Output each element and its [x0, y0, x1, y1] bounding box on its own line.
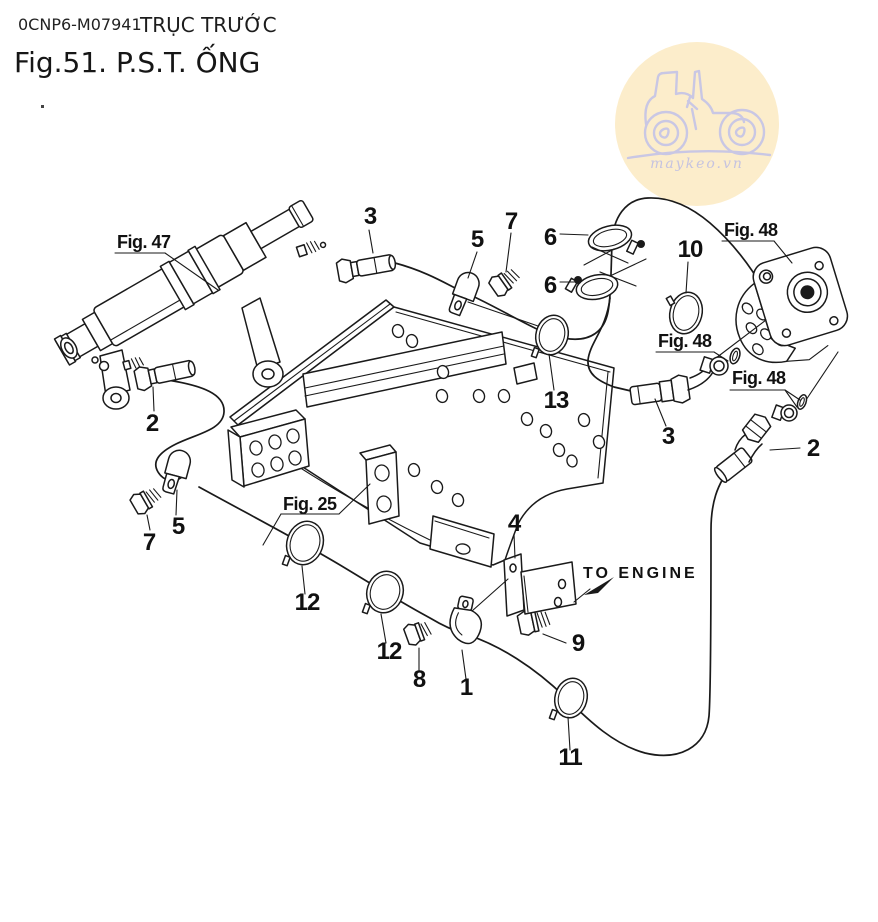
callout-6-upper: 6 [544, 224, 557, 251]
port-thread-left [122, 357, 144, 371]
clamp-1 [449, 595, 483, 645]
watermark: maykeo.vn [615, 42, 779, 206]
to-engine-label: TO ENGINE [583, 565, 698, 582]
ring-12-left [281, 520, 325, 567]
figure-reference-labels: Fig. 47 Fig. 25 Fig. 48 Fig. 48 Fig. 48 [114, 220, 801, 546]
callout-1: 1 [460, 674, 473, 701]
fitting-fig48-mid [699, 347, 741, 376]
frame-holes [391, 323, 606, 508]
callout-6-lower: 6 [544, 272, 557, 299]
to-engine-note: TO ENGINE [573, 565, 698, 603]
bolt-7-left [129, 488, 162, 515]
steering-cylinder [53, 199, 327, 410]
fitting-2-right [713, 413, 772, 484]
callout-3-right: 3 [662, 423, 675, 450]
hose-3-pump-end [587, 297, 632, 392]
callout-2-right: 2 [807, 435, 820, 462]
doc-code: 0CNP6-M07941 [18, 15, 142, 34]
fitting-3-bottom [629, 363, 714, 406]
hose-clamp-6-lower [564, 258, 647, 301]
hose-3-run [394, 197, 766, 341]
figref-47: Fig. 47 [117, 232, 171, 252]
clamp-5-top [448, 271, 480, 317]
watermark-circle [615, 42, 779, 206]
callout-12-mid: 12 [377, 638, 402, 665]
callout-12-left: 12 [295, 589, 320, 616]
callout-5-top: 5 [471, 226, 484, 253]
callout-7-top: 7 [505, 208, 518, 235]
callout-13: 13 [544, 387, 569, 414]
figref-25: Fig. 25 [283, 494, 337, 514]
hydraulic-pump [715, 246, 849, 401]
ring-12-mid [361, 570, 405, 615]
bolt-8 [402, 622, 432, 646]
figref-48-right: Fig. 48 [732, 368, 786, 388]
callout-labels: 3 5 7 6 6 10 13 3 2 2 5 7 12 12 8 1 11 9… [143, 203, 821, 771]
section-title: TRỤC TRƯỚC [139, 13, 277, 37]
callout-8: 8 [413, 666, 426, 693]
bolt-7-top [488, 269, 520, 297]
block-a-holes [249, 428, 302, 478]
ring-11 [548, 677, 589, 721]
clamp-5-left [162, 449, 192, 495]
tractor-icon [626, 69, 772, 160]
bracket-4 [503, 553, 577, 617]
fitting-fig48-right [771, 394, 808, 422]
callout-10: 10 [678, 236, 703, 263]
callout-5-left: 5 [172, 513, 185, 540]
callout-9: 9 [572, 630, 585, 657]
callout-2-left: 2 [146, 410, 159, 437]
page-header: 0CNP6-M07941 TRỤC TRƯỚC Fig.51. P.S.T. Ố… [14, 13, 277, 108]
fitting-3-top [335, 254, 397, 284]
callout-4: 4 [508, 510, 522, 537]
hose-clamp-6-upper [583, 224, 645, 266]
stray-mark [41, 105, 44, 108]
figref-48-mid: Fig. 48 [658, 331, 712, 351]
chassis-frame [227, 299, 615, 568]
fitting-2-left [133, 359, 196, 392]
hose-2-coil [154, 378, 225, 482]
ring-13 [530, 314, 570, 359]
leader-lines [146, 229, 801, 751]
callout-3-top: 3 [364, 203, 377, 230]
callout-7-left: 7 [143, 529, 156, 556]
figref-48-pump: Fig. 48 [724, 220, 778, 240]
to-engine-arrow [584, 577, 614, 595]
callout-11: 11 [558, 744, 582, 771]
ring-10 [665, 291, 704, 335]
figure-title: Fig.51. P.S.T. ỐNG [14, 42, 260, 79]
watermark-text: maykeo.vn [650, 156, 744, 172]
port-thread-top [295, 240, 327, 258]
